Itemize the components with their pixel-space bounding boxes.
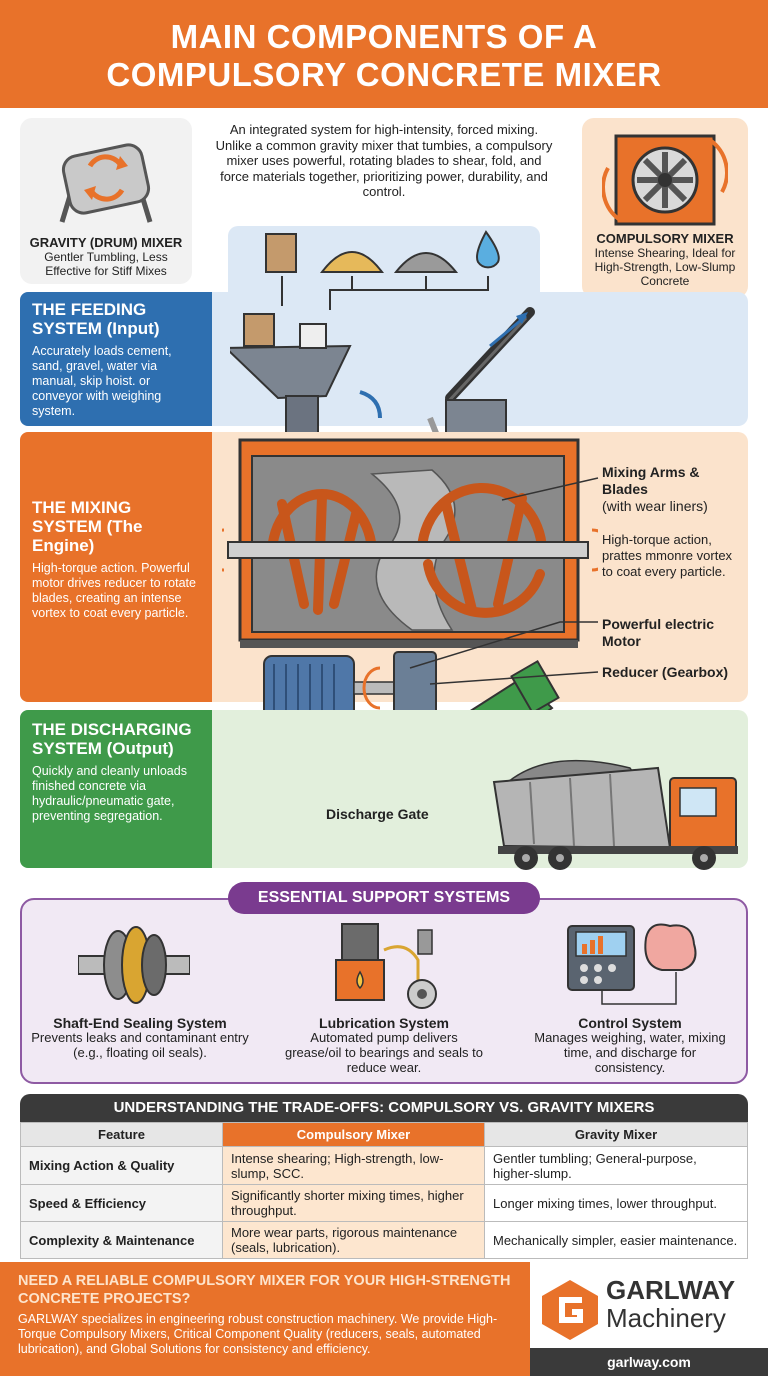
- gravity-mixer-title: GRAVITY (DRUM) MIXER: [29, 235, 183, 250]
- gravity-mixer-caption: GRAVITY (DRUM) MIXER Gentler Tumbling, L…: [24, 235, 188, 279]
- lubrication-pump-icon: [335, 923, 437, 1009]
- support-item-control-title: Control System: [578, 1015, 682, 1031]
- discharging-title: THE DISCHARGING SYSTEM (Output): [32, 720, 192, 758]
- table-cell: Complexity & Maintenance: [20, 1221, 223, 1259]
- support-item-control-desc: Manages weighing, water, mixing time, an…: [534, 1030, 726, 1075]
- support-item-sealing-title: Shaft-End Sealing System: [53, 1015, 227, 1031]
- callout-mixing-arms: Mixing Arms & Blades (with wear liners): [602, 464, 742, 515]
- callout-motor: Powerful electric Motor: [602, 616, 715, 649]
- table-cell: Intense shearing; High-strength, low-slu…: [222, 1146, 485, 1185]
- gravity-drum-icon: [59, 143, 153, 223]
- support-item-sealing: Shaft-End Sealing System Prevents leaks …: [30, 1016, 250, 1060]
- discharging-desc: Quickly and cleanly unloads finished con…: [32, 764, 187, 823]
- table-header-compulsory: Compulsory Mixer: [222, 1122, 485, 1147]
- footer-body: GARLWAY specializes in engineering robus…: [18, 1312, 498, 1356]
- dump-truck-illustration: [492, 759, 738, 870]
- compulsory-mixer-caption: COMPULSORY MIXER Intense Shearing, Ideal…: [586, 231, 744, 289]
- water-drop-icon: [476, 230, 500, 269]
- support-item-lubrication-title: Lubrication System: [319, 1015, 449, 1031]
- gravel-pile-icon: [393, 252, 459, 273]
- callout-mixing-arms-title: Mixing Arms & Blades: [602, 464, 700, 497]
- control-system-icon: [567, 923, 697, 1005]
- callout-mixing-arms-sub: (with wear liners): [602, 498, 708, 514]
- support-item-control: Control System Manages weighing, water, …: [530, 1016, 730, 1075]
- gravity-mixer-desc: Gentler Tumbling, Less Effective for Sti…: [44, 250, 168, 278]
- feeding-title: THE FEEDING SYSTEM (Input): [32, 300, 160, 338]
- cement-bag-icon: [265, 233, 297, 273]
- support-item-lubrication-desc: Automated pump delivers grease/oil to be…: [284, 1030, 483, 1075]
- compulsory-mixer-icon: [602, 134, 728, 226]
- table-cell: Significantly shorter mixing times, high…: [222, 1184, 485, 1222]
- compulsory-mixer-box: COMPULSORY MIXER Intense Shearing, Ideal…: [582, 118, 748, 298]
- feeding-desc: Accurately loads cement, sand, gravel, w…: [32, 344, 172, 418]
- support-item-lubrication: Lubrication System Automated pump delive…: [284, 1016, 484, 1075]
- header-banner: MAIN COMPONENTS OF A COMPULSORY CONCRETE…: [0, 0, 768, 108]
- table-header-feature: Feature: [20, 1122, 223, 1147]
- brand-url-link[interactable]: garlway.com: [530, 1348, 768, 1376]
- table-cell: Longer mixing times, lower throughput.: [484, 1184, 748, 1222]
- compulsory-mixer-desc: Intense Shearing, Ideal for High-Strengt…: [594, 246, 736, 288]
- table-cell: Mechanically simpler, easier maintenance…: [484, 1221, 748, 1259]
- page-title-line1: MAIN COMPONENTS OF A: [170, 18, 598, 55]
- table-cell: Gentler tumbling; General-purpose, highe…: [484, 1146, 748, 1185]
- feeding-tab: THE FEEDING SYSTEM (Input) Accurately lo…: [20, 292, 212, 426]
- callout-arms-desc: High-torque action, prattes mmonre vorte…: [602, 532, 733, 579]
- intro-text: An integrated system for high-intensity,…: [215, 122, 553, 199]
- tradeoffs-table-wrap: Feature Compulsory Mixer Gravity Mixer M…: [20, 1122, 748, 1259]
- mixing-title: THE MIXING SYSTEM (The Engine): [32, 498, 143, 555]
- tradeoffs-title: UNDERSTANDING THE TRADE-OFFS: COMPULSORY…: [20, 1094, 748, 1122]
- mixer-illustration: [222, 438, 598, 760]
- shaft-seal-icon: [78, 926, 190, 1004]
- table-row: Mixing Action & Quality Intense shearing…: [20, 1146, 748, 1185]
- callout-reducer: Reducer (Gearbox): [602, 664, 729, 680]
- support-title: ESSENTIAL SUPPORT SYSTEMS: [228, 882, 540, 914]
- footer-text-block: NEED A RELIABLE COMPULSORY MIXER FOR YOU…: [18, 1272, 518, 1357]
- support-item-sealing-desc: Prevents leaks and contaminant entry (e.…: [31, 1030, 249, 1060]
- brand-subname: Machinery: [606, 1303, 726, 1333]
- table-row: Speed & Efficiency Significantly shorter…: [20, 1184, 748, 1222]
- table-cell: Speed & Efficiency: [20, 1184, 223, 1222]
- sand-pile-icon: [319, 251, 385, 273]
- footer-headline: NEED A RELIABLE COMPULSORY MIXER FOR YOU…: [18, 1273, 511, 1307]
- table-cell: More wear parts, rigorous maintenance (s…: [222, 1221, 485, 1259]
- compulsory-mixer-title: COMPULSORY MIXER: [596, 231, 734, 246]
- page-title-line2: COMPULSORY CONCRETE MIXER: [106, 56, 662, 93]
- garlway-logo-icon: [542, 1280, 598, 1340]
- brand-name: GARLWAY: [606, 1275, 736, 1305]
- discharging-tab: THE DISCHARGING SYSTEM (Output) Quickly …: [20, 710, 212, 868]
- callout-discharge-gate: Discharge Gate: [326, 806, 429, 822]
- table-row: Complexity & Maintenance More wear parts…: [20, 1221, 748, 1259]
- tradeoffs-table: Feature Compulsory Mixer Gravity Mixer M…: [20, 1122, 748, 1259]
- table-header-gravity: Gravity Mixer: [484, 1122, 748, 1147]
- mixing-tab: THE MIXING SYSTEM (The Engine) High-torq…: [20, 432, 212, 702]
- table-cell: Mixing Action & Quality: [20, 1146, 223, 1185]
- gravity-mixer-box: GRAVITY (DRUM) MIXER Gentler Tumbling, L…: [20, 118, 192, 284]
- mixing-desc: High-torque action. Powerful motor drive…: [32, 561, 196, 620]
- table-header-row: Feature Compulsory Mixer Gravity Mixer: [20, 1122, 748, 1147]
